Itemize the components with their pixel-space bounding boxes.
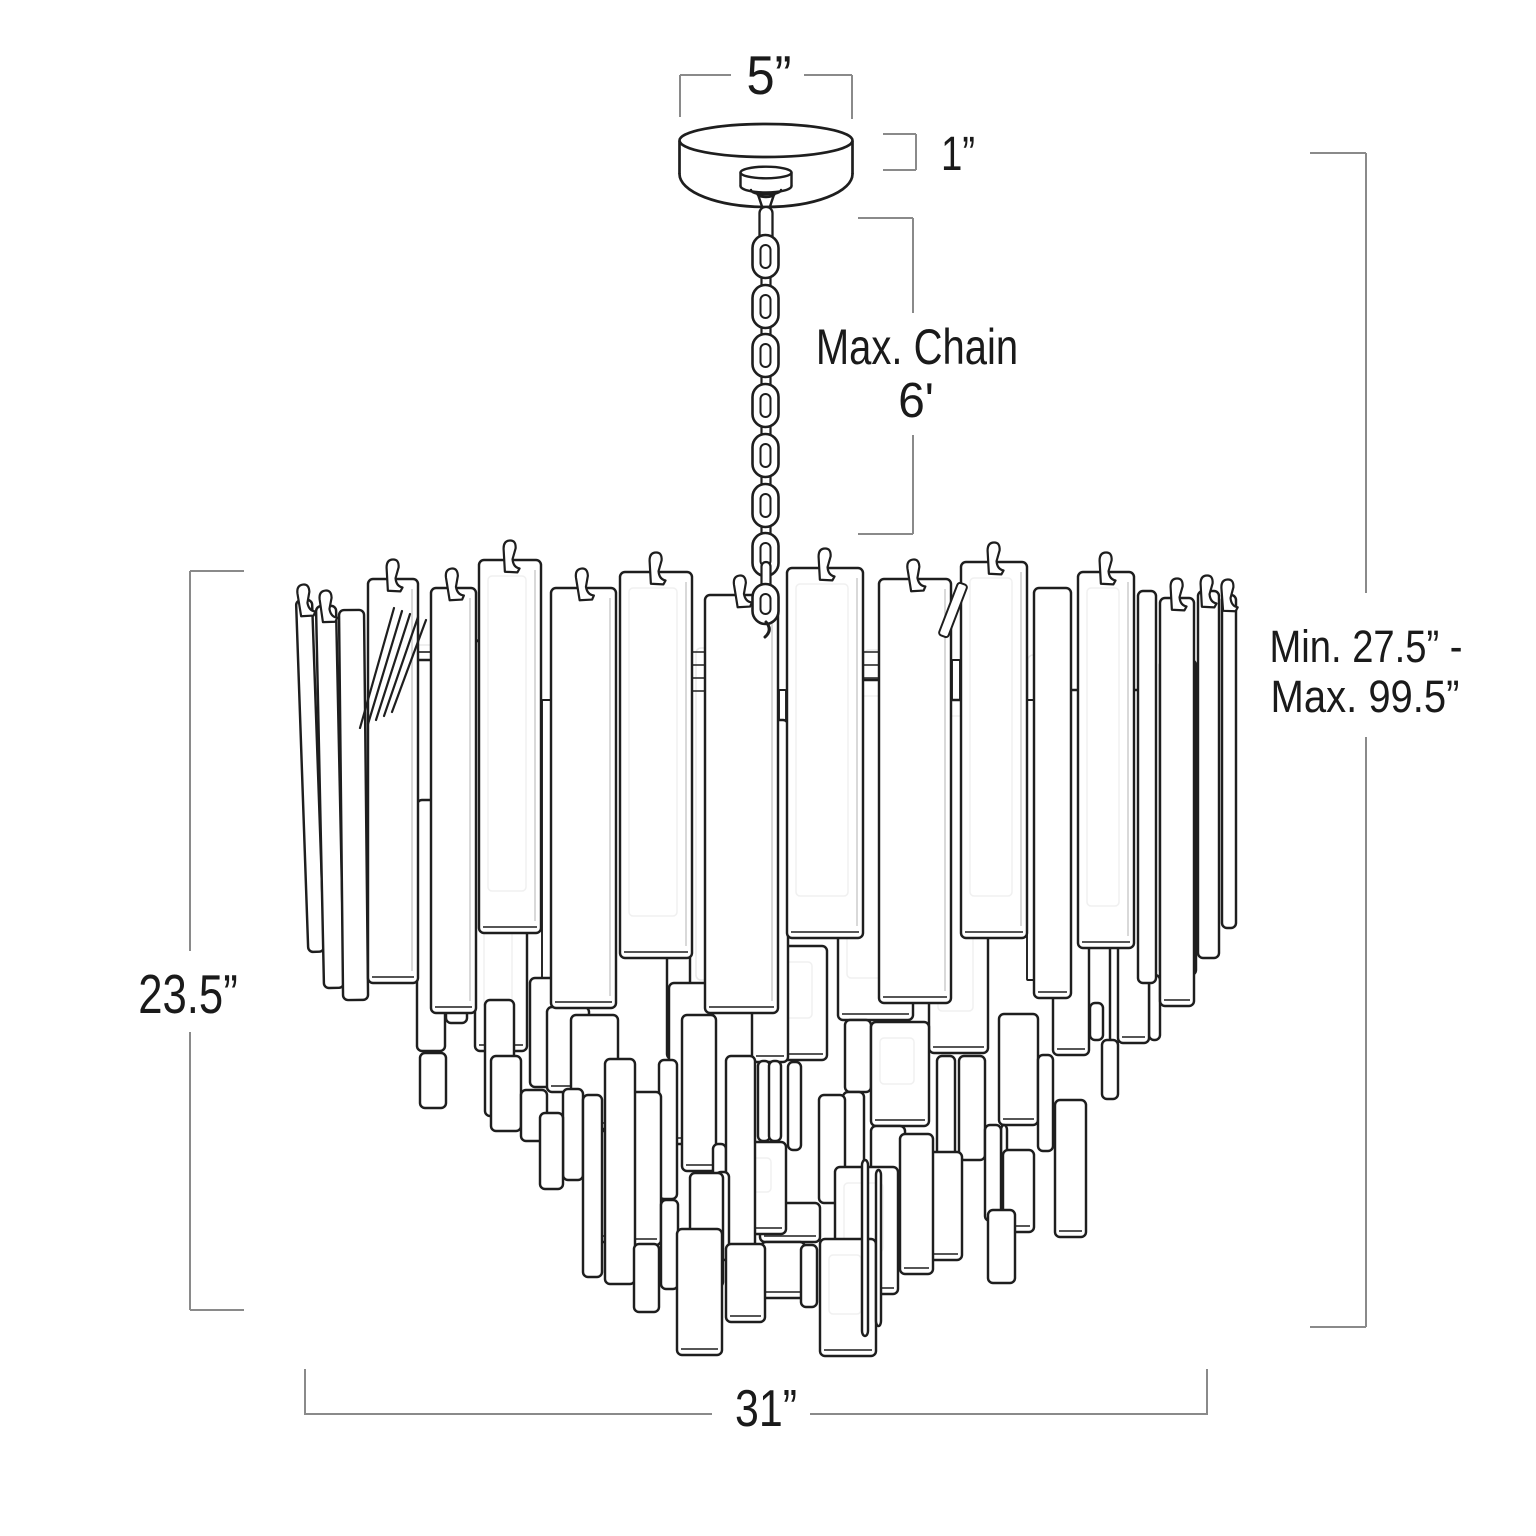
svg-text:Min. 27.5” -: Min. 27.5” - [1270,621,1463,672]
svg-text:5”: 5” [747,45,792,106]
svg-text:Max. 99.5”: Max. 99.5” [1271,672,1460,723]
svg-text:6': 6' [898,374,934,429]
svg-text:Max. Chain: Max. Chain [816,319,1018,375]
svg-text:1”: 1” [941,128,975,181]
svg-text:23.5”: 23.5” [138,963,238,1025]
svg-text:31”: 31” [735,1380,797,1438]
